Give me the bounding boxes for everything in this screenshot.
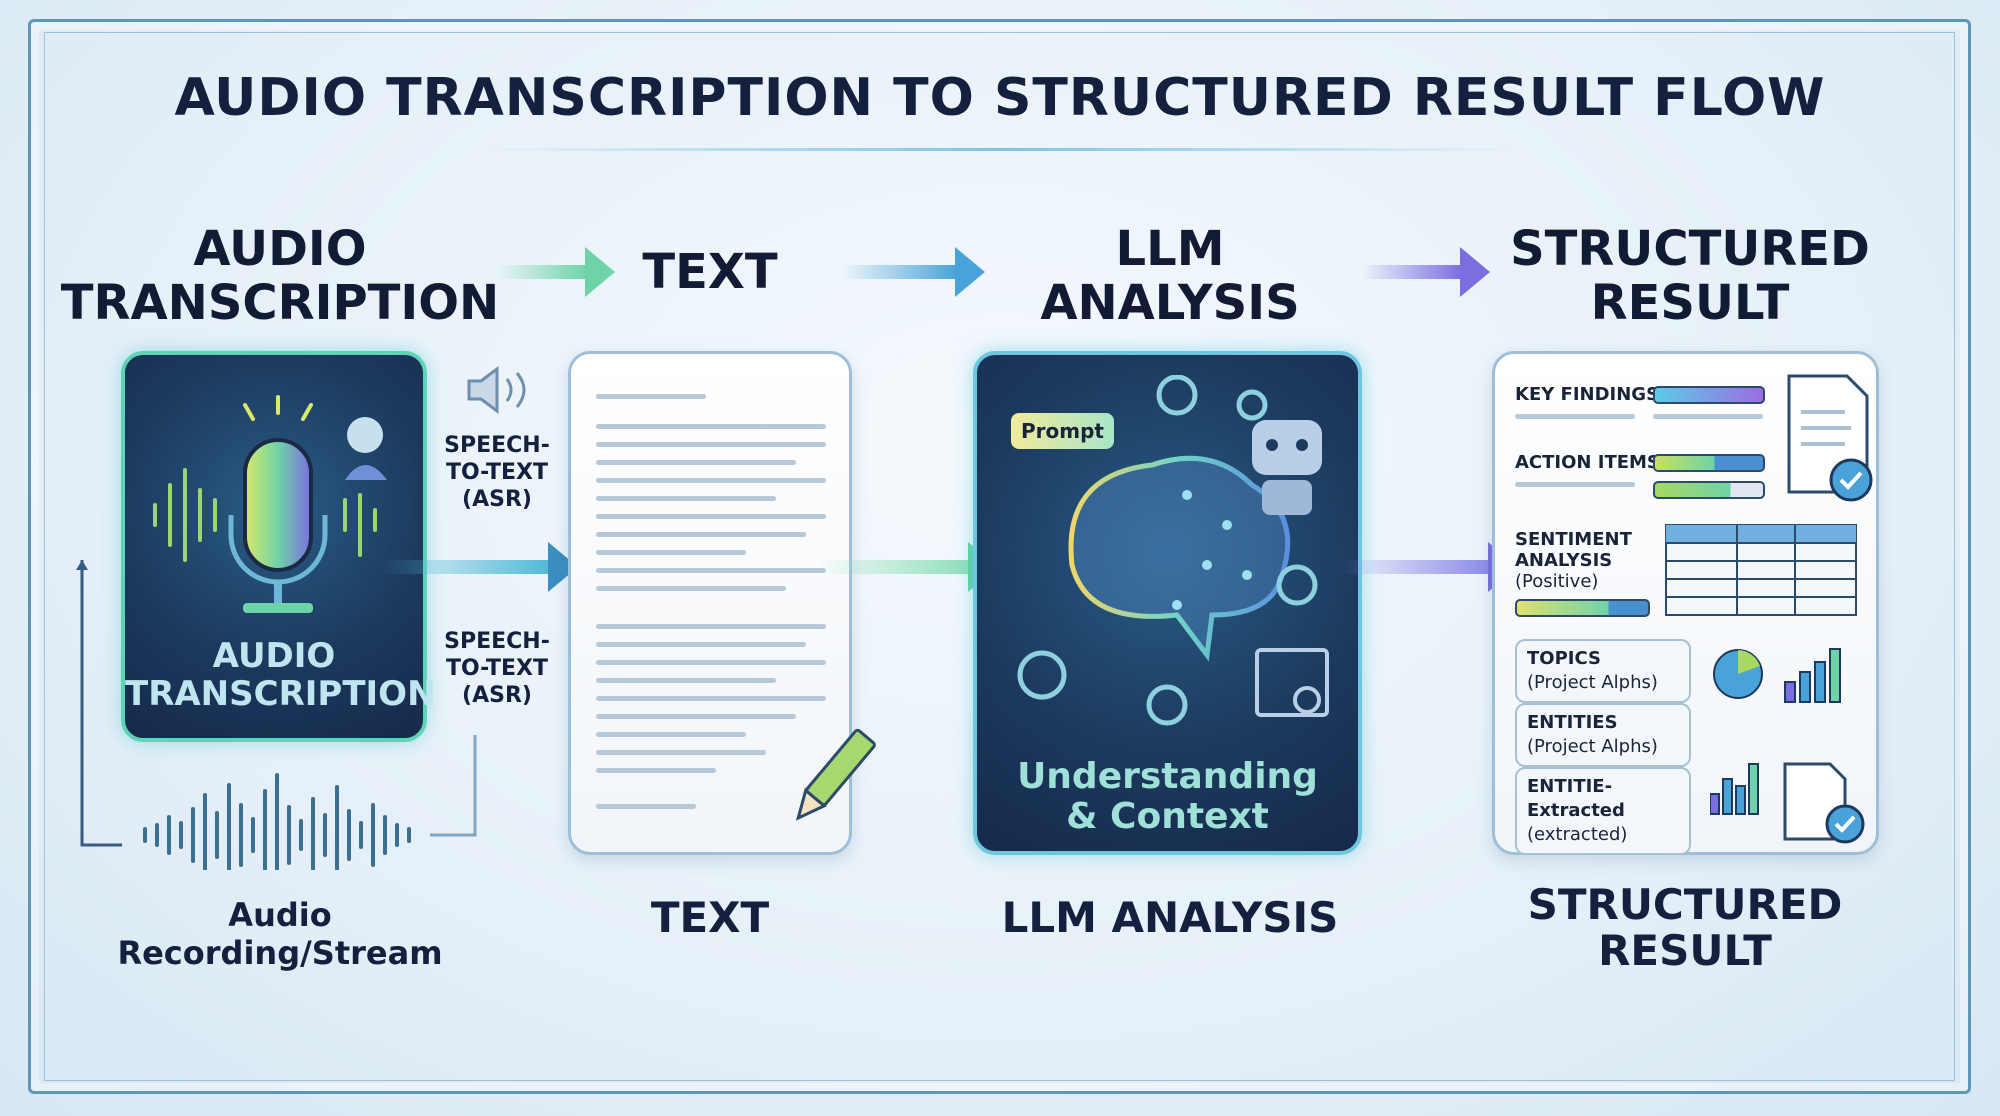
- text-line: [596, 514, 826, 519]
- asr-label-line: (ASR): [462, 487, 532, 512]
- heading-audio-transcription: AUDIO TRANSCRIPTION: [60, 222, 500, 330]
- panel-caption: AUDIO TRANSCRIPTION: [125, 636, 436, 714]
- asr-label-line: SPEECH-: [444, 433, 550, 458]
- text-line: [596, 624, 826, 629]
- heading-line: STRUCTURED: [1510, 221, 1870, 277]
- page-title: AUDIO TRANSCRIPTION TO STRUCTURED RESULT…: [174, 68, 1826, 128]
- text-line: [596, 642, 806, 647]
- data-table-icon: [1665, 524, 1857, 616]
- card-title: TOPICS: [1527, 648, 1601, 669]
- key-findings-label: KEY FINDINGS: [1515, 384, 1660, 405]
- card-value: (Project Alphs): [1527, 736, 1658, 757]
- extracted-card: ENTITIE- Extracted (extracted): [1515, 767, 1691, 855]
- text-line: [596, 768, 716, 773]
- text-line: [596, 586, 786, 591]
- title-divider: [480, 148, 1520, 151]
- heading-llm-analysis: LLM ANALYSIS: [1000, 222, 1340, 330]
- topics-card: TOPICS (Project Alphs): [1515, 639, 1691, 703]
- caption-line: Recording/Stream: [117, 934, 443, 972]
- text-line: [596, 550, 746, 555]
- inner-frame: [44, 32, 1955, 1081]
- transcript-document: [568, 351, 876, 855]
- heading-structured-result: STRUCTURED RESULT: [1470, 222, 1910, 330]
- llm-caption: LLM ANALYSIS: [1001, 893, 1339, 942]
- llm-analysis-panel: Prompt Understanding & Context: [973, 351, 1362, 855]
- panel-caption-line: Understanding: [1017, 756, 1318, 797]
- asr-label-line: TO-TEXT: [445, 460, 549, 485]
- card-title: ENTITIES: [1527, 712, 1618, 733]
- card-value: (Project Alphs): [1527, 672, 1658, 693]
- asr-label-line: SPEECH-: [444, 629, 550, 654]
- audio-waveform-icon: [76, 560, 477, 870]
- sentiment-label: SENTIMENT ANALYSIS (Positive): [1515, 529, 1632, 592]
- text-line: [596, 478, 826, 483]
- text-line: [596, 424, 826, 429]
- text-line: [596, 442, 826, 447]
- speaker-icon: [467, 366, 526, 414]
- checked-document-icon: [1787, 374, 1873, 502]
- text-line: [596, 568, 826, 573]
- sentiment-bar: [1515, 599, 1650, 617]
- audio-transcription-panel: AUDIO TRANSCRIPTION: [121, 351, 436, 742]
- heading-line: TRANSCRIPTION: [60, 275, 500, 331]
- heading-line: RESULT: [1590, 275, 1790, 331]
- card-value: (extracted): [1527, 824, 1628, 845]
- flow-arrow-icon: [820, 542, 998, 592]
- heading-text: TEXT: [642, 244, 778, 300]
- text-line: [596, 750, 766, 755]
- charts-icon: [1710, 648, 1865, 844]
- brain-network-icon: [1017, 375, 1329, 726]
- prompt-bubble: Prompt: [1011, 413, 1114, 449]
- heading-line: LLM: [1115, 221, 1225, 277]
- sentiment-line: SENTIMENT: [1515, 529, 1632, 550]
- action-items-bar: [1653, 454, 1765, 472]
- caption-line: RESULT: [1598, 926, 1772, 975]
- outer-frame: [28, 19, 1971, 1094]
- panel-caption-line: & Context: [1066, 796, 1269, 837]
- text-line: [596, 696, 826, 701]
- key-findings-bar: [1653, 386, 1765, 404]
- caption-line: Audio: [228, 896, 332, 934]
- structured-result-panel: KEY FINDINGS ACTION ITEMS SENTIMENT ANAL…: [1492, 351, 1879, 855]
- structured-result-caption: STRUCTURED RESULT: [1470, 882, 1900, 974]
- entities-card: ENTITIES (Project Alphs): [1515, 703, 1691, 767]
- text-line: [596, 460, 796, 465]
- action-items-label: ACTION ITEMS: [1515, 452, 1660, 473]
- heading-line: ANALYSIS: [1040, 275, 1300, 331]
- flow-arrow-icon: [842, 247, 985, 297]
- text-line: [596, 660, 826, 665]
- microphone-icon: [153, 395, 387, 613]
- asr-label: SPEECH- TO-TEXT (ASR): [437, 432, 557, 513]
- text-line: [596, 678, 776, 683]
- text-caption: TEXT: [650, 893, 770, 942]
- audio-caption: Audio Recording/Stream: [100, 896, 460, 972]
- heading-line: AUDIO: [193, 221, 367, 277]
- panel-caption: Understanding & Context: [977, 757, 1358, 837]
- text-line: [596, 804, 696, 809]
- panel-caption-line: TRANSCRIPTION: [125, 674, 436, 714]
- text-line: [596, 496, 776, 501]
- caption-line: STRUCTURED: [1527, 880, 1843, 929]
- action-items-bar: [1653, 481, 1765, 499]
- sentiment-line: (Positive): [1515, 571, 1599, 592]
- text-line: [596, 394, 706, 399]
- text-line: [596, 532, 806, 537]
- pencil-icon: [795, 728, 876, 821]
- panel-caption-line: AUDIO: [212, 636, 336, 676]
- flow-arrow-icon: [1340, 542, 1518, 592]
- text-line: [596, 714, 796, 719]
- asr-label: SPEECH- TO-TEXT (ASR): [437, 628, 557, 709]
- flow-arrow-icon: [1362, 247, 1490, 297]
- card-title: ENTITIE- Extracted: [1527, 776, 1625, 821]
- text-line: [596, 732, 746, 737]
- flow-arrow-icon: [497, 247, 615, 297]
- asr-label-line: (ASR): [462, 683, 532, 708]
- asr-label-line: TO-TEXT: [445, 656, 549, 681]
- sentiment-line: ANALYSIS: [1515, 550, 1613, 571]
